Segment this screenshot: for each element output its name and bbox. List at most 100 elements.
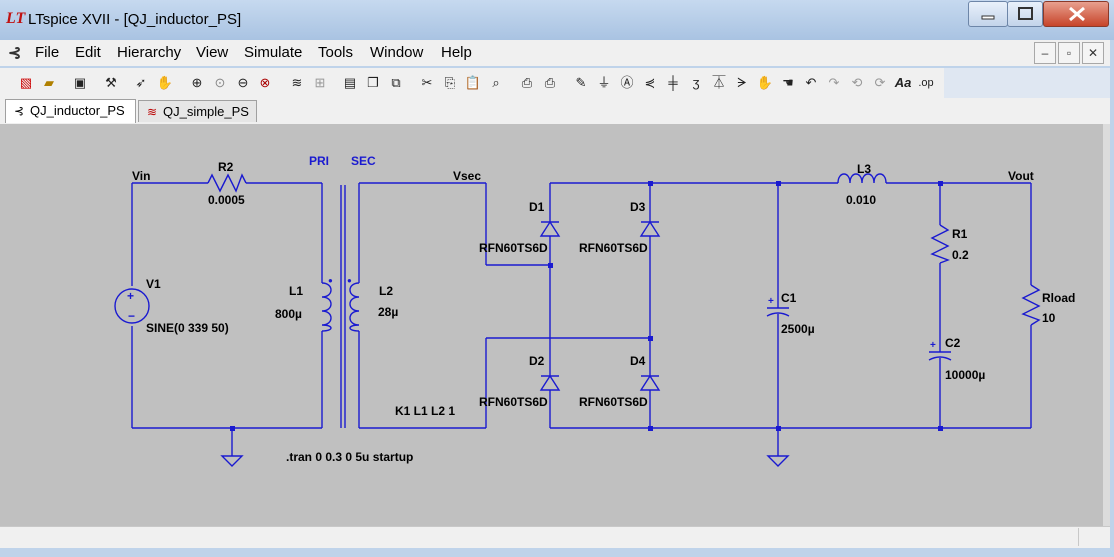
- waveform-icon[interactable]: ≋: [291, 75, 303, 90]
- r2-symbol: [207, 173, 247, 193]
- svg-text:−: −: [128, 309, 135, 323]
- close-icon: [1069, 6, 1085, 22]
- l1-symbol: [321, 282, 332, 332]
- zoom-pan-icon[interactable]: ⊙: [214, 75, 226, 90]
- window-title: LTspice XVII - [QJ_inductor_PS]: [28, 11, 242, 28]
- mdi-close-button[interactable]: ✕: [1082, 42, 1104, 64]
- maximize-icon: [1018, 7, 1033, 20]
- schematic-canvas[interactable]: + − ● ● + + Vin Vsec Vout PRI SEC R2 0.0…: [0, 124, 1110, 526]
- redo-icon[interactable]: ↷: [828, 75, 840, 90]
- schematic-icon: ⊰: [13, 104, 25, 118]
- net-label-vin: Vin: [132, 169, 150, 183]
- r2-value: 0.0005: [208, 193, 245, 207]
- rload-value: 10: [1042, 311, 1056, 325]
- tab-label: QJ_inductor_PS: [30, 103, 125, 118]
- l2-symbol: [349, 282, 360, 332]
- text-icon[interactable]: Aa: [894, 75, 912, 90]
- toolbar: ▧ ▰ ▣ ⚒ ➶ ✋ ⊕ ⊙ ⊖ ⊗ ≋ ⊞ ▤ ❐ ⧉ ✂ ⎘ 📋 ⌕ ⎙ …: [0, 68, 944, 99]
- rotate-icon[interactable]: ⟲: [851, 75, 863, 90]
- svg-text:+: +: [930, 340, 936, 351]
- tran-directive: .tran 0 0.3 0 5u startup: [286, 450, 413, 464]
- tile-horizontal-icon[interactable]: ▤: [343, 75, 357, 90]
- r1-name: R1: [952, 227, 968, 241]
- component-icon[interactable]: ᗒ: [737, 75, 747, 90]
- cascade-icon[interactable]: ❐: [367, 75, 379, 90]
- halt-icon[interactable]: ✋: [156, 75, 174, 90]
- maximize-button[interactable]: [1007, 1, 1043, 27]
- zoom-out-icon[interactable]: ⊖: [237, 75, 249, 90]
- menu-simulate[interactable]: Simulate: [244, 44, 303, 61]
- find-icon[interactable]: ⌕: [492, 75, 500, 90]
- coupling-directive: K1 L1 L2 1: [395, 404, 455, 418]
- undo-icon[interactable]: ↶: [805, 75, 817, 90]
- wires: [131, 182, 1032, 456]
- net-label-vout: Vout: [1008, 169, 1034, 183]
- mirror-icon[interactable]: ⟳: [874, 75, 886, 90]
- wire-icon[interactable]: ✎: [575, 75, 587, 90]
- l2-value: 28µ: [378, 305, 398, 319]
- d1-name: D1: [529, 200, 545, 214]
- copy-icon[interactable]: ⎘: [444, 75, 456, 90]
- spice-directive-icon[interactable]: .op: [918, 77, 934, 89]
- c1-symbol: [766, 307, 790, 317]
- v1-symbol: [114, 288, 150, 324]
- label-net-icon[interactable]: Ⓐ: [620, 75, 634, 90]
- zoom-fit-icon[interactable]: ⊗: [259, 75, 271, 90]
- tab-strip: ⊰ QJ_inductor_PS ≋ QJ_simple_PS: [0, 98, 1110, 124]
- diode-icon[interactable]: ⏄: [712, 75, 726, 90]
- autorange-icon[interactable]: ⊞: [314, 75, 326, 90]
- sec-label: SEC: [351, 154, 376, 168]
- new-schematic-icon[interactable]: ▧: [19, 75, 33, 90]
- menu-window[interactable]: Window: [370, 44, 424, 61]
- close-all-icon[interactable]: ⧉: [391, 75, 401, 90]
- c1-value: 2500µ: [781, 322, 815, 336]
- capacitor-icon[interactable]: ╪: [668, 75, 678, 90]
- l2-name: L2: [379, 284, 393, 298]
- window-frame-right: [1110, 40, 1114, 557]
- ltspice-logo-icon: LT: [6, 10, 26, 27]
- paste-icon[interactable]: 📋: [464, 75, 482, 90]
- waveform-icon: ≋: [146, 105, 158, 119]
- inductor-icon[interactable]: ʒ: [692, 75, 700, 90]
- labels: Vin Vsec Vout PRI SEC R2 0.0005 V1 SINE(…: [132, 154, 1075, 464]
- print-icon[interactable]: ⎙: [544, 75, 556, 90]
- d2-name: D2: [529, 354, 545, 368]
- minimize-icon: [981, 15, 995, 20]
- drag-icon[interactable]: ☚: [782, 75, 794, 90]
- menu-tools[interactable]: Tools: [318, 44, 354, 61]
- menu-file[interactable]: File: [35, 44, 60, 61]
- tab-qj-simple-ps[interactable]: ≋ QJ_simple_PS: [138, 100, 257, 122]
- mdi-restore-button[interactable]: ▫: [1058, 42, 1080, 64]
- menu-view[interactable]: View: [196, 44, 229, 61]
- tab-qj-inductor-ps[interactable]: ⊰ QJ_inductor_PS: [5, 99, 136, 123]
- d3-name: D3: [630, 200, 646, 214]
- pri-label: PRI: [309, 154, 329, 168]
- l1-name: L1: [289, 284, 303, 298]
- ground-symbol: [220, 455, 244, 467]
- r1-symbol: [930, 224, 950, 264]
- status-bar-panel: [1078, 528, 1111, 546]
- schematic-drawing: + − ● ● + + Vin Vsec Vout PRI SEC R2 0.0…: [114, 154, 1075, 467]
- minimize-button[interactable]: [968, 1, 1008, 27]
- control-panel-icon[interactable]: ⚒: [105, 75, 117, 90]
- menu-edit[interactable]: Edit: [75, 44, 101, 61]
- mdi-minimize-button[interactable]: ‒: [1034, 42, 1056, 64]
- r1-value: 0.2: [952, 248, 969, 262]
- print-setup-icon[interactable]: ⎙: [521, 75, 533, 90]
- cut-icon[interactable]: ✂: [421, 75, 433, 90]
- close-button[interactable]: [1043, 1, 1109, 27]
- d2-symbol: [539, 374, 561, 391]
- d3-symbol: [639, 220, 661, 237]
- ground-icon[interactable]: ⏚: [597, 75, 611, 90]
- menu-help[interactable]: Help: [441, 44, 472, 61]
- window-frame-bottom: [0, 548, 1114, 557]
- run-icon[interactable]: ➶: [135, 75, 147, 90]
- svg-text:+: +: [768, 296, 774, 307]
- open-icon[interactable]: ▰: [44, 75, 54, 90]
- resistor-icon[interactable]: ⋞: [644, 75, 656, 90]
- title-bar: LT LTspice XVII - [QJ_inductor_PS]: [0, 0, 1114, 40]
- zoom-in-icon[interactable]: ⊕: [191, 75, 203, 90]
- save-icon[interactable]: ▣: [73, 75, 87, 90]
- move-icon[interactable]: ✋: [756, 75, 774, 90]
- menu-hierarchy[interactable]: Hierarchy: [117, 44, 182, 61]
